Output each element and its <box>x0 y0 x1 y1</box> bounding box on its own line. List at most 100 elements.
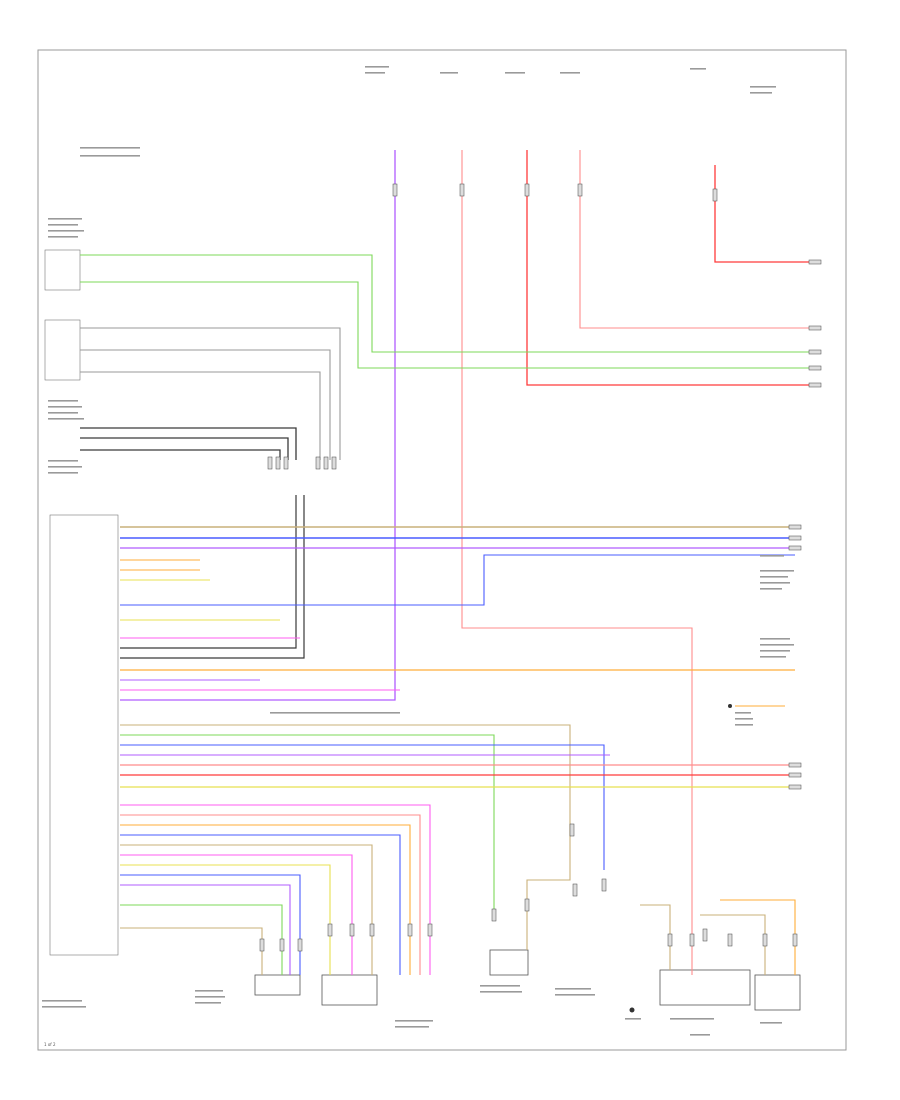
terminal-7 <box>788 535 802 541</box>
micro-label-9 <box>80 147 140 149</box>
wire-yellow-s7 <box>120 864 331 975</box>
micro-label-23 <box>760 570 794 572</box>
bottom-connector-13 <box>601 878 607 892</box>
page-number: 1 of 2 <box>44 1042 56 1047</box>
harness-connector-3 <box>283 456 289 470</box>
wire-dark-2 <box>80 437 289 460</box>
micro-label-16 <box>48 406 82 408</box>
wire-gray-2 <box>80 349 331 460</box>
wire-tan-blower-2 <box>700 914 766 975</box>
bottom-connector-15 <box>689 933 695 947</box>
wire-dark-down-2 <box>120 495 305 659</box>
micro-label-19 <box>48 460 78 462</box>
wires-layer <box>80 150 815 975</box>
micro-label-15 <box>48 400 78 402</box>
micro-label-43 <box>480 991 522 993</box>
fuse-connector-3 <box>524 183 530 197</box>
micro-label-7 <box>750 86 776 88</box>
micro-label-26 <box>760 588 782 590</box>
micro-label-40 <box>395 1020 433 1022</box>
micro-label-13 <box>48 230 84 232</box>
climate-control-module <box>49 514 119 956</box>
micro-label-4 <box>505 72 525 74</box>
micro-label-32 <box>735 718 753 720</box>
wire-red-fuse3 <box>526 150 815 386</box>
wire-dark-3 <box>80 449 281 460</box>
micro-label-2 <box>365 72 385 74</box>
micro-label-45 <box>555 994 595 996</box>
micro-label-28 <box>760 644 794 646</box>
micro-label-47 <box>670 1018 714 1020</box>
wire-magenta-s1 <box>120 804 431 975</box>
wire-green-1 <box>80 254 815 353</box>
switch-block-middle <box>44 319 81 381</box>
micro-label-35 <box>42 1000 82 1002</box>
micro-label-25 <box>760 582 790 584</box>
micro-label-12 <box>48 224 78 226</box>
terminal-2 <box>808 325 822 331</box>
wire-blue-s8 <box>120 874 301 975</box>
wire-gray-3 <box>80 371 321 460</box>
wire-tan-low <box>120 724 571 830</box>
blower-motor <box>754 974 801 1011</box>
micro-label-27 <box>760 638 790 640</box>
page-frame <box>37 49 847 1051</box>
micro-label-44 <box>555 988 591 990</box>
micro-label-31 <box>735 712 751 714</box>
bottom-connector-14 <box>667 933 673 947</box>
bottom-connector-4 <box>327 923 333 937</box>
bottom-connector-19 <box>792 933 798 947</box>
terminal-10 <box>788 772 802 778</box>
terminal-1 <box>808 259 822 265</box>
sensor-module-b <box>321 974 378 1006</box>
wire-pink-fuse4 <box>579 150 815 329</box>
bottom-connector-17 <box>727 933 733 947</box>
micro-label-33 <box>735 724 753 726</box>
components-layer <box>44 249 801 1013</box>
wire-gray-1 <box>80 327 341 460</box>
wire-orange-blower <box>720 899 796 975</box>
bottom-connector-9 <box>491 908 497 922</box>
wire-green-low <box>120 734 495 915</box>
wire-violet-s9 <box>120 884 291 975</box>
micro-label-24 <box>760 576 788 578</box>
fuse-connector-2 <box>459 183 465 197</box>
wire-blue-mid <box>120 554 795 606</box>
relay-box <box>489 949 529 976</box>
bottom-connector-7 <box>407 923 413 937</box>
micro-label-41 <box>395 1026 429 1028</box>
wire-dark-down-1 <box>120 495 297 649</box>
connectors-layer <box>259 183 822 952</box>
micro-label-21 <box>48 472 78 474</box>
micro-label-48 <box>690 1034 710 1036</box>
micro-label-36 <box>42 1006 86 1008</box>
harness-connector-6 <box>331 456 337 470</box>
micro-label-11 <box>48 218 82 220</box>
wire-tan-blower-1 <box>640 904 671 970</box>
fuse-connector-4 <box>577 183 583 197</box>
wire-magenta-s6 <box>120 854 353 975</box>
micro-label-39 <box>195 1002 221 1004</box>
micro-label-34 <box>270 712 400 714</box>
wire-red-fuse5 <box>714 165 815 263</box>
wire-orange-s3 <box>120 824 411 975</box>
wire-blue-s4 <box>120 834 401 975</box>
wire-pink-s2 <box>120 814 421 975</box>
micro-label-30 <box>760 656 786 658</box>
bottom-connector-2 <box>279 938 285 952</box>
bottom-connector-16 <box>702 928 708 942</box>
micro-label-37 <box>195 990 223 992</box>
micro-label-46 <box>625 1018 641 1020</box>
wire-blue-low <box>120 744 605 870</box>
wire-green-s10 <box>120 904 283 975</box>
micro-label-22 <box>760 555 784 557</box>
micro-label-1 <box>365 66 389 68</box>
micro-label-17 <box>48 412 78 414</box>
bottom-connector-18 <box>762 933 768 947</box>
wire-violet-fuse1 <box>120 150 396 701</box>
blower-module <box>659 969 751 1006</box>
terminal-4 <box>808 365 822 371</box>
fuse-connector-5 <box>712 188 718 202</box>
wire-tan-s11 <box>120 927 263 975</box>
wire-pink-fuse2 <box>461 150 693 975</box>
